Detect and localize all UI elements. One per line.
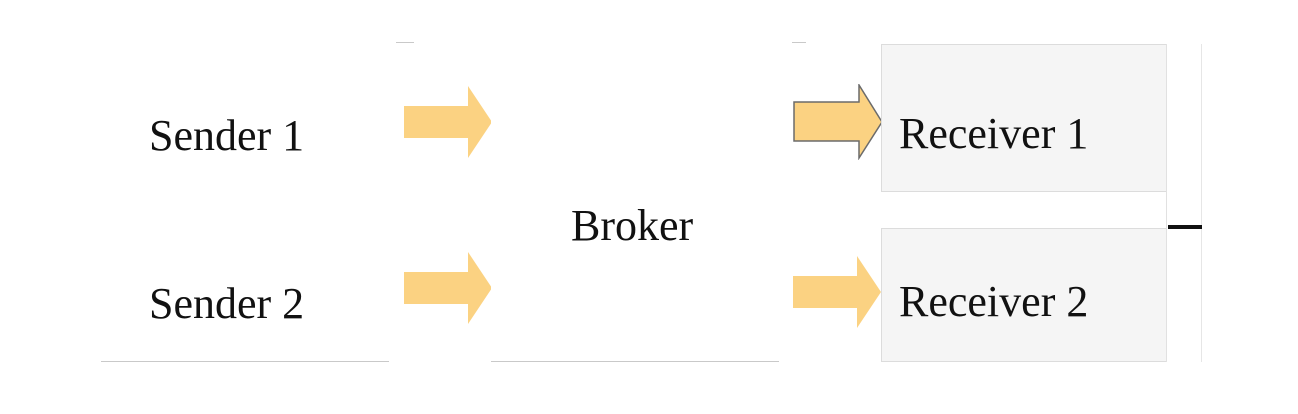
arrow-shape: [404, 86, 492, 158]
sender-box-top-edge: [396, 42, 414, 43]
broker-box-top-edge: [792, 42, 806, 43]
broker-box: [491, 44, 779, 362]
right-side-panel: [1166, 44, 1202, 362]
sender-1-label: Sender 1: [149, 111, 305, 160]
senders-box: [101, 44, 389, 362]
arrow-shape: [793, 256, 881, 328]
receiver-2-box: [881, 228, 1167, 362]
arrow-shape: [404, 252, 492, 324]
broker-to-receiver-1-arrow: [793, 84, 885, 160]
receiver-2-label: Receiver 2: [899, 277, 1089, 326]
arrow-shape: [793, 84, 883, 160]
sender-1-to-broker-arrow: [404, 86, 494, 158]
sender-2-to-broker-arrow: [404, 252, 494, 324]
sender-2-label: Sender 2: [149, 279, 305, 328]
receiver-1-label: Receiver 1: [899, 109, 1089, 158]
broker-label: Broker: [571, 201, 694, 250]
broker-to-receiver-2-arrow: [793, 256, 883, 328]
dash-mark: [1168, 225, 1202, 229]
